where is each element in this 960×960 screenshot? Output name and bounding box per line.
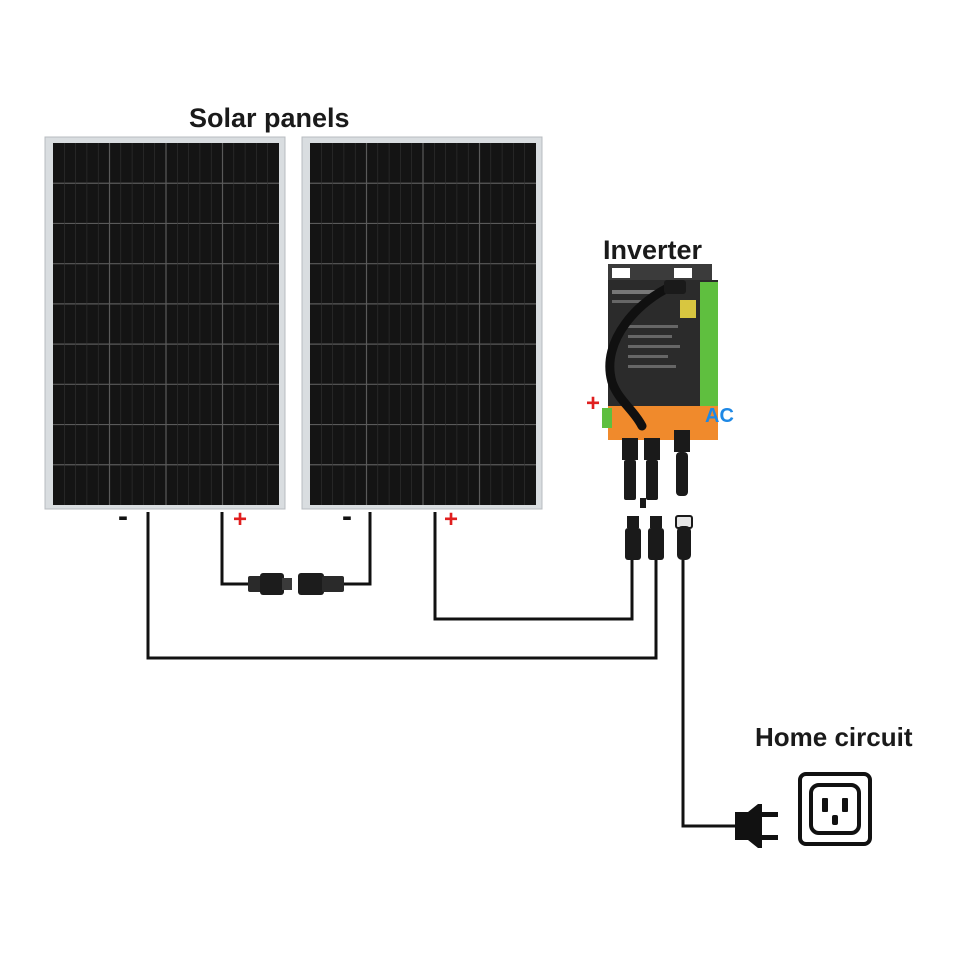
panel-1-cell-grid <box>53 143 279 505</box>
wall-outlet-icon <box>798 772 872 846</box>
micro-inverter-icon <box>602 264 718 508</box>
power-plug-icon <box>735 804 778 848</box>
wire-panel2-negative-link <box>342 512 372 586</box>
inverter-positive-label: + <box>586 390 601 417</box>
ac-label: AC <box>705 405 734 427</box>
panel-2-negative-label: - <box>342 500 352 533</box>
inverter-input-connectors <box>625 515 693 560</box>
panel-2-positive-label: + <box>444 506 459 533</box>
solar-panels-title: Solar panels <box>189 103 350 133</box>
wire-ac-to-plug <box>681 560 735 828</box>
home-circuit-title: Home circuit <box>755 722 913 752</box>
panel-1-negative-label: - <box>118 500 128 533</box>
wires <box>146 512 735 828</box>
wire-panel1-positive-link <box>220 512 250 586</box>
solar-panel-2 <box>301 136 543 510</box>
panel-1-positive-label: + <box>233 506 248 533</box>
panel-2-cell-grid <box>310 143 536 505</box>
wire-panel1-negative-to-inverter <box>146 512 658 660</box>
solar-panel-1 <box>44 136 286 510</box>
mc4-connector-icon <box>248 573 344 595</box>
inverter-title: Inverter <box>603 235 703 265</box>
wire-panel2-positive-to-inverter <box>433 512 634 621</box>
